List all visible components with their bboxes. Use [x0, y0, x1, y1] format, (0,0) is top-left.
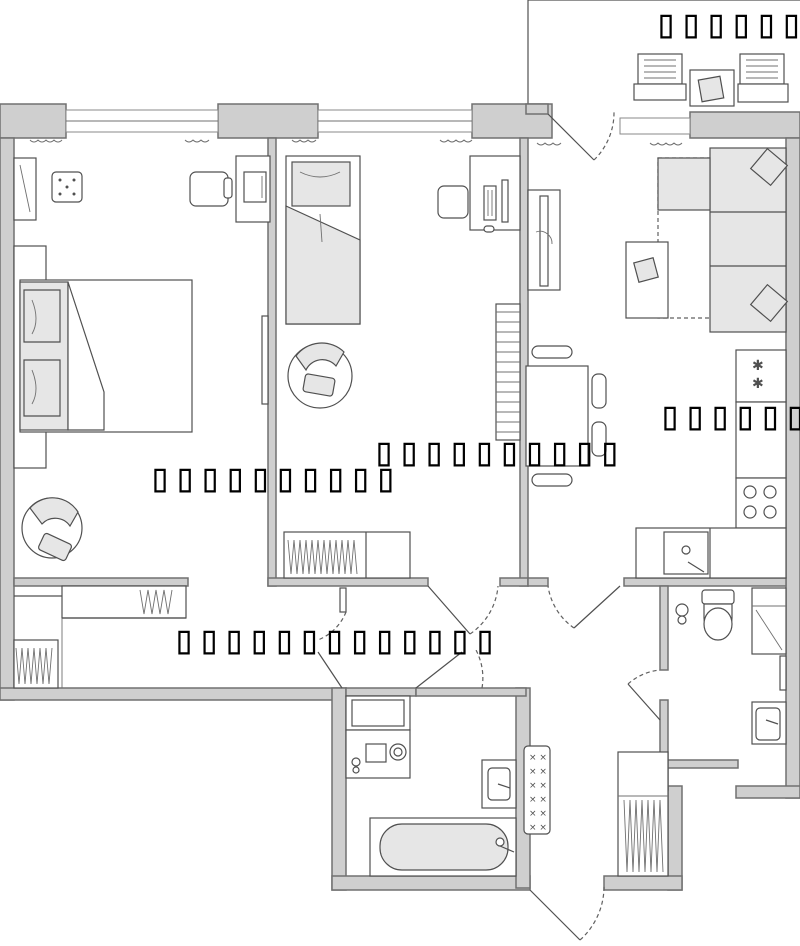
living-room-furniture — [283, 155, 521, 579]
piano — [495, 303, 521, 441]
svg-text:× ×: × × — [529, 795, 547, 805]
entry-closet — [617, 751, 669, 877]
bathroom-fixtures: × × × × × × × × × × × × — [345, 695, 551, 877]
walls — [0, 0, 800, 891]
bedroom-label: ▯▯▯▯▯▯▯▯▯▯ — [148, 455, 399, 501]
sofa — [657, 147, 789, 333]
svg-text:✱: ✱ — [752, 358, 764, 374]
balcony-table — [689, 69, 735, 107]
bedroom-furniture — [13, 155, 271, 689]
svg-text:× ×: × × — [529, 781, 547, 791]
svg-text:× ×: × × — [529, 809, 547, 819]
svg-text:× ×: × × — [529, 823, 547, 833]
living-room-label: ▯▯▯▯▯▯▯▯▯▯ — [372, 429, 623, 475]
balcony-chair-right — [737, 53, 789, 103]
living-armchair — [287, 342, 353, 409]
svg-text:× ×: × × — [529, 767, 547, 777]
kitchen-furniture: ✱ ✱ — [525, 147, 789, 579]
balcony-chair-left — [633, 53, 687, 101]
balcony-label: ▯▯▯▯▯▯ — [654, 1, 800, 47]
window-kitchen — [619, 117, 691, 135]
svg-text:× ×: × × — [529, 753, 547, 763]
bedroom-armchair — [21, 497, 83, 562]
kitchen-label: ▯▯▯▯▯▯ — [658, 393, 800, 439]
wc-fixtures — [675, 587, 787, 745]
doors — [317, 585, 661, 941]
hallway-label: ▯▯▯▯▯▯▯▯▯▯▯▯▯ — [172, 617, 499, 663]
balcony-furniture — [547, 53, 789, 161]
svg-text:✱: ✱ — [752, 376, 764, 392]
